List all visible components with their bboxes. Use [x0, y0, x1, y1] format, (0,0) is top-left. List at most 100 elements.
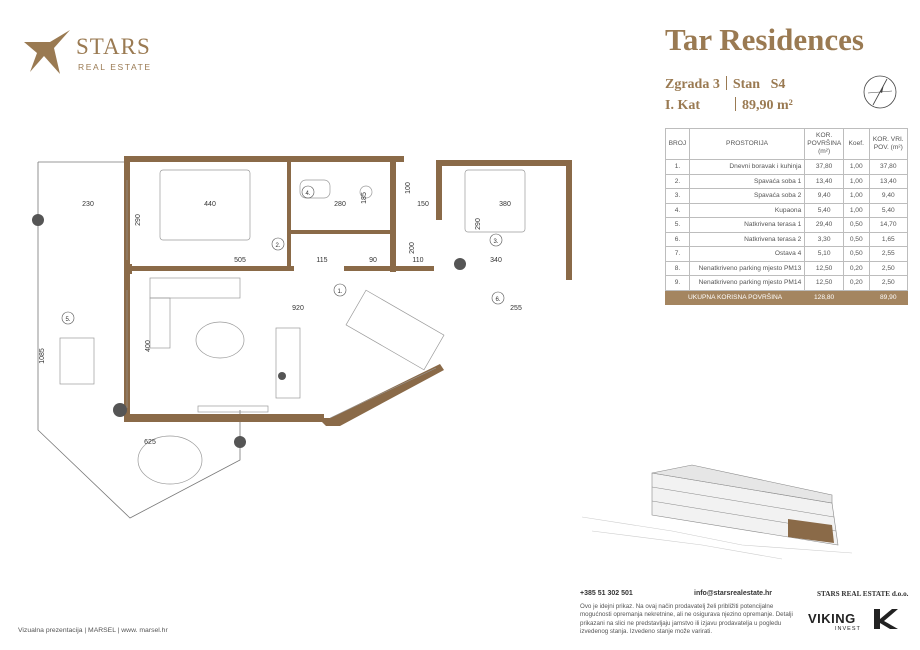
email-link[interactable]: info@starsrealestate.hr	[694, 590, 773, 597]
room-number-label: 2.	[275, 243, 280, 249]
dimension-label: 100	[405, 182, 412, 194]
row-coefficient: 0,20	[842, 260, 870, 276]
dimension-label: 1085	[39, 348, 46, 364]
row-coefficient: 0,50	[842, 217, 870, 233]
header-area: KOR. POVRŠINA (m²)	[804, 128, 844, 160]
row-room-name: Kupaona	[688, 202, 806, 218]
page-title: Tar Residences	[665, 22, 864, 57]
investor-name: VIKING	[808, 611, 856, 626]
header-coefficient: Koef.	[842, 128, 870, 160]
logo-name: STARS	[76, 34, 151, 59]
row-value: 13,40	[868, 173, 908, 189]
dimension-label: 440	[204, 201, 216, 208]
plants	[32, 214, 466, 448]
dimension-label: 110	[412, 257, 423, 264]
dimension-label: 505	[234, 257, 246, 264]
row-value: 2,50	[868, 260, 908, 276]
header-room: PROSTORIJA	[688, 128, 806, 160]
dimension-label: 400	[145, 340, 152, 352]
row-coefficient: 1,00	[842, 202, 870, 218]
row-value: 9,40	[868, 188, 908, 204]
unit-info-line-2: I. Kat 89,90 m²	[665, 97, 793, 114]
room-number-label: 6.	[495, 297, 500, 303]
header-number: BROJ	[665, 128, 690, 160]
room-number-label: 1.	[337, 289, 342, 295]
dimension-label: 625	[144, 439, 156, 446]
row-room-name: Natkrivena terasa 2	[688, 231, 806, 247]
row-value: 2,55	[868, 246, 908, 262]
glazing	[126, 180, 437, 419]
dimension-label: 200	[409, 242, 416, 254]
room-number-label: 4.	[305, 191, 310, 197]
row-value: 5,40	[868, 202, 908, 218]
row-area: 5,40	[804, 202, 844, 218]
row-coefficient: 1,00	[842, 188, 870, 204]
furniture	[59, 169, 526, 485]
company-name: STARS REAL ESTATE d.o.o.	[817, 590, 909, 598]
disclaimer-text: Ovo je idejni prikaz. Na ovaj način prod…	[580, 603, 793, 635]
rooms-table: BROJ PROSTORIJA KOR. POVRŠINA (m²) Koef.…	[664, 128, 908, 305]
dimension-label: 380	[499, 201, 511, 208]
dimension-label: 150	[417, 201, 429, 208]
dimension-label: 920	[292, 305, 304, 312]
table-total-row: UKUPNA KORISNA POVRŠINA 128,80 89,90	[664, 289, 908, 305]
row-area: 37,80	[804, 159, 844, 175]
room-number-circle	[301, 185, 315, 199]
unit-area: 89,90 m²	[742, 98, 793, 113]
floor-label: I. Kat	[665, 98, 700, 113]
total-value: 89,90	[868, 289, 908, 305]
walls	[124, 156, 572, 426]
row-room-name: Natkrivena terasa 1	[688, 217, 806, 233]
row-area: 29,40	[804, 217, 844, 233]
building-label: Zgrada 3	[665, 77, 720, 92]
row-number: 2.	[665, 173, 690, 189]
room-number-circle	[271, 237, 285, 251]
row-coefficient: 1,00	[842, 159, 870, 175]
room-number-circle	[489, 233, 503, 247]
row-coefficient: 0,50	[842, 246, 870, 262]
row-area: 13,40	[804, 173, 844, 189]
building-block	[651, 464, 839, 546]
row-coefficient: 0,50	[842, 231, 870, 247]
site-lines	[582, 516, 852, 560]
row-room-name: Dnevni boravak i kuhinja	[688, 159, 806, 175]
row-area: 5,10	[804, 246, 844, 262]
row-number: 3.	[665, 188, 690, 204]
row-room-name: Spavaća soba 2	[688, 188, 806, 204]
logo-subtitle: REAL ESTATE	[78, 62, 152, 72]
room-number-label: 3.	[493, 239, 498, 245]
room-number-circle	[333, 283, 347, 297]
dimension-label: 290	[475, 218, 482, 230]
table-header-row: BROJ PROSTORIJA KOR. POVRŠINA (m²) Koef.…	[665, 128, 908, 160]
visualization-credit: Vizualna prezentacija | MARSEL | www. ma…	[18, 627, 168, 634]
dimension-label: 290	[135, 214, 142, 226]
stars-logo: STARS REAL ESTATE	[20, 26, 160, 78]
row-area: 9,40	[804, 188, 844, 204]
building-render	[582, 464, 852, 560]
dimension-label: 255	[510, 305, 522, 312]
room-number-circle	[491, 291, 505, 305]
row-number: 6.	[665, 231, 690, 247]
room-number-label: 5.	[65, 317, 70, 323]
dimension-label: 185	[361, 192, 368, 204]
row-number: 4.	[665, 202, 690, 218]
viking-invest-logo: VIKING INVEST	[808, 605, 903, 637]
dimension-label: 230	[82, 201, 94, 208]
row-room-name: Spavaća soba 1	[688, 173, 806, 189]
header-value: KOR. VRI. POV. (m²)	[868, 128, 908, 160]
dimension-label: 90	[369, 257, 377, 264]
row-number: 7.	[665, 246, 690, 262]
dimension-label: 115	[316, 257, 327, 264]
row-room-name: Nenatkriveno parking mjesto PM14	[688, 275, 806, 291]
row-number: 5.	[665, 217, 690, 233]
unit-label: Stan	[732, 77, 761, 92]
